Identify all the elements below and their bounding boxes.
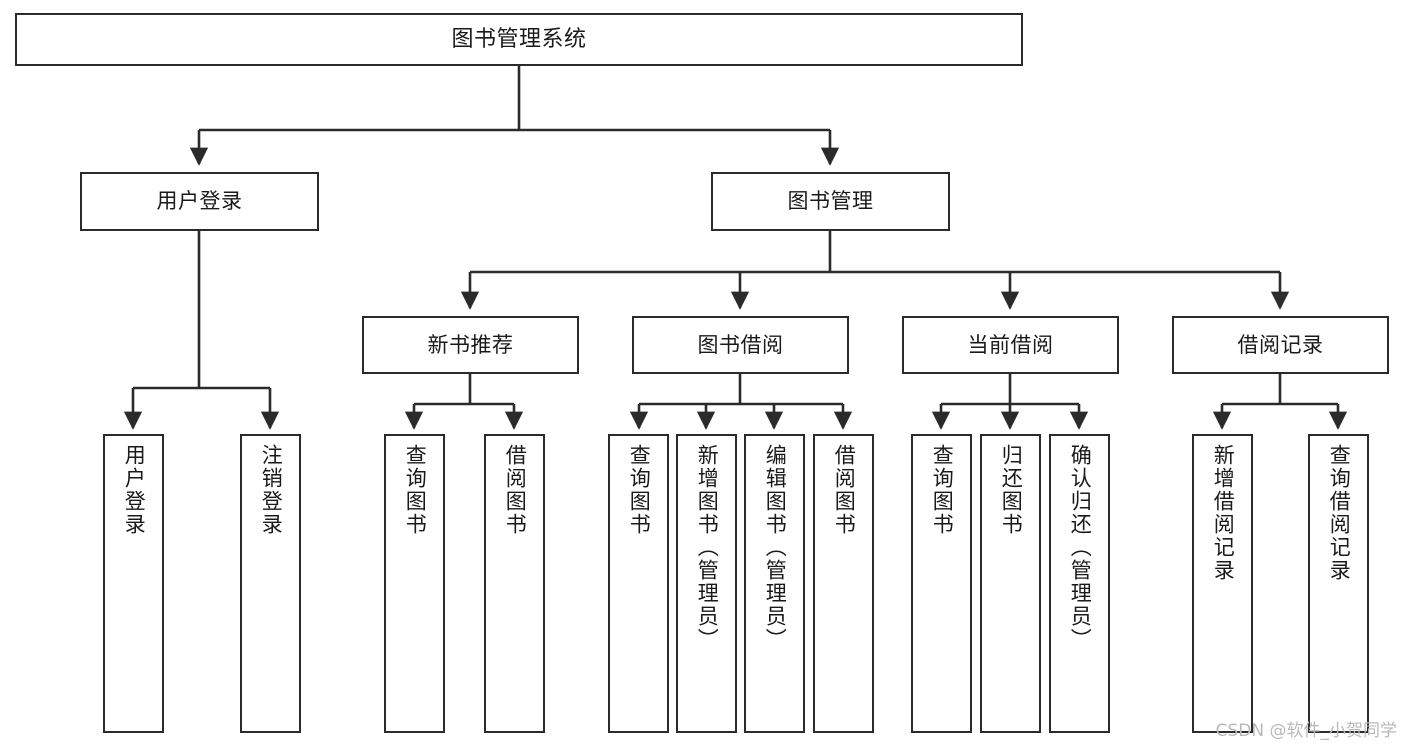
node-book-borrow[interactable]: 图书借阅 bbox=[632, 316, 849, 374]
node-label: 查询借阅记录 bbox=[1327, 444, 1352, 582]
node-label: 编辑图书（管理员） bbox=[763, 444, 788, 651]
leaf-new-book-query[interactable]: 查询图书 bbox=[384, 434, 445, 733]
leaf-borrow-borrow-book[interactable]: 借阅图书 bbox=[813, 434, 874, 733]
leaf-current-return-book[interactable]: 归还图书 bbox=[980, 434, 1041, 733]
node-new-book-recommend[interactable]: 新书推荐 bbox=[362, 316, 579, 374]
leaf-borrow-query-book[interactable]: 查询图书 bbox=[608, 434, 669, 733]
leaf-record-query[interactable]: 查询借阅记录 bbox=[1308, 434, 1369, 733]
node-label: 当前借阅 bbox=[967, 332, 1054, 357]
leaf-record-add[interactable]: 新增借阅记录 bbox=[1192, 434, 1253, 733]
node-label: 注销登录 bbox=[259, 444, 284, 536]
node-label: 查询图书 bbox=[403, 444, 428, 536]
leaf-new-book-borrow[interactable]: 借阅图书 bbox=[484, 434, 545, 733]
node-label: 新增图书（管理员） bbox=[695, 444, 720, 651]
csdn-watermark: CSDN @软件_小贺同学 bbox=[1215, 721, 1397, 741]
node-current-borrow[interactable]: 当前借阅 bbox=[902, 316, 1119, 374]
node-root-system[interactable]: 图书管理系统 bbox=[15, 13, 1023, 66]
leaf-borrow-edit-book-admin[interactable]: 编辑图书（管理员） bbox=[744, 434, 805, 733]
leaf-current-confirm-return-admin[interactable]: 确认归还（管理员） bbox=[1049, 434, 1110, 733]
node-label: 用户登录 bbox=[122, 444, 147, 536]
leaf-borrow-add-book-admin[interactable]: 新增图书（管理员） bbox=[676, 434, 737, 733]
node-label: 查询图书 bbox=[627, 444, 652, 536]
node-label: 借阅图书 bbox=[832, 444, 857, 536]
leaf-current-query-book[interactable]: 查询图书 bbox=[911, 434, 972, 733]
node-label: 查询图书 bbox=[930, 444, 955, 536]
node-label: 用户登录 bbox=[156, 189, 243, 214]
node-user-login[interactable]: 用户登录 bbox=[80, 172, 319, 231]
node-borrow-record[interactable]: 借阅记录 bbox=[1172, 316, 1389, 374]
node-label: 确认归还（管理员） bbox=[1068, 444, 1093, 651]
leaf-user-login[interactable]: 用户登录 bbox=[103, 434, 164, 733]
node-label: 新书推荐 bbox=[427, 332, 514, 357]
node-label: 图书管理系统 bbox=[451, 26, 587, 52]
node-label: 图书管理 bbox=[787, 189, 874, 214]
node-label: 新增借阅记录 bbox=[1211, 444, 1236, 582]
node-label: 图书借阅 bbox=[697, 332, 784, 357]
node-book-management[interactable]: 图书管理 bbox=[711, 172, 950, 231]
leaf-user-logout[interactable]: 注销登录 bbox=[240, 434, 301, 733]
node-label: 借阅记录 bbox=[1237, 332, 1324, 357]
node-label: 归还图书 bbox=[999, 444, 1024, 536]
node-label: 借阅图书 bbox=[503, 444, 528, 536]
